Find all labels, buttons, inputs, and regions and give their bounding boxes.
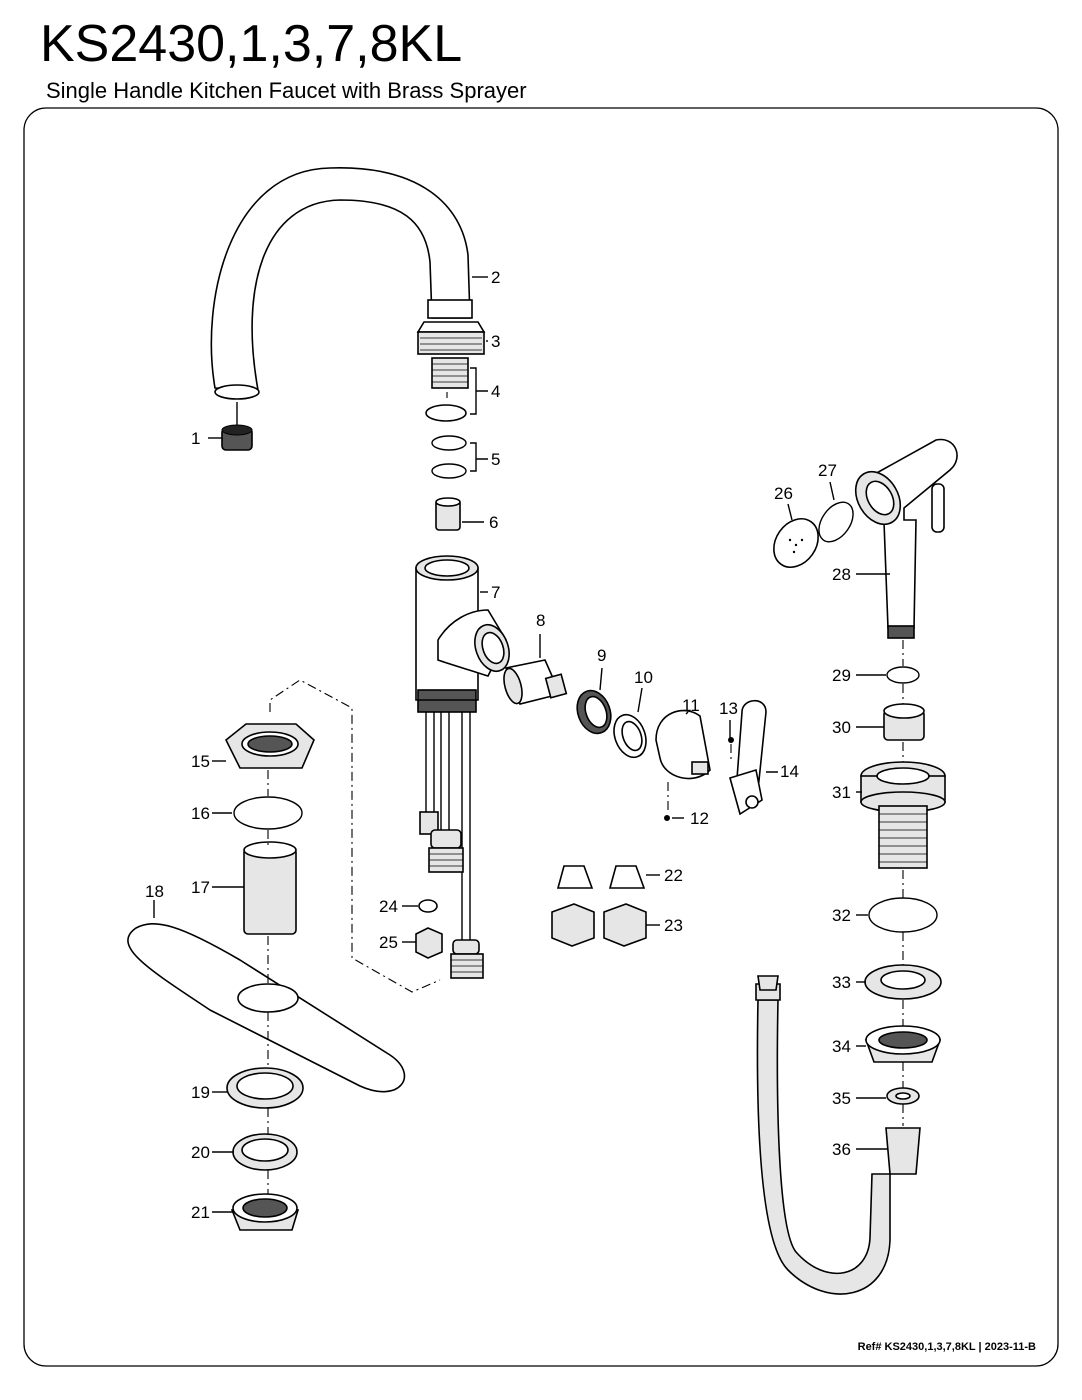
insert-part-6 <box>435 497 461 531</box>
label-part-8: 8 <box>536 611 545 630</box>
label-part-34: 34 <box>832 1037 851 1056</box>
aerator-part-1 <box>221 402 253 451</box>
label-part-18: 18 <box>145 882 164 901</box>
product-description: Single Handle Kitchen Faucet with Brass … <box>46 78 527 103</box>
label-part-21: 21 <box>191 1203 210 1222</box>
label-part-20: 20 <box>191 1143 210 1162</box>
label-part-15: 15 <box>191 752 210 771</box>
label-part-36: 36 <box>832 1140 851 1159</box>
label-part-1: 1 <box>191 429 200 448</box>
spray-disc-part-26 <box>773 518 819 568</box>
flange-washers-part-19-21 <box>226 1067 304 1231</box>
o-rings-part-5 <box>431 435 467 479</box>
spout-part-2 <box>210 167 473 400</box>
leader-lines <box>153 276 890 1213</box>
mounting-nut-part-15 <box>224 723 315 769</box>
cap-ring-part-10 <box>613 713 647 759</box>
sprayer-base-parts-29-36 <box>860 666 946 1175</box>
label-part-16: 16 <box>191 804 210 823</box>
label-part-25: 25 <box>379 933 398 952</box>
label-part-9: 9 <box>597 646 606 665</box>
cartridge-part-8 <box>503 659 568 705</box>
label-part-19: 19 <box>191 1083 210 1102</box>
label-part-12: 12 <box>690 809 709 828</box>
label-part-14: 14 <box>780 762 799 781</box>
label-part-30: 30 <box>832 718 851 737</box>
label-part-6: 6 <box>489 513 498 532</box>
label-part-13: 13 <box>719 699 738 718</box>
label-part-32: 32 <box>832 906 851 925</box>
deck-plate-part-18 <box>127 923 406 1093</box>
alignment-lines <box>267 392 904 1194</box>
assembly-path-dashes <box>269 679 441 993</box>
sprayer-handle-part-28 <box>854 438 958 639</box>
sprayer-hose-part-36 <box>755 975 891 1295</box>
label-part-11: 11 <box>682 696 700 715</box>
label-part-10: 10 <box>634 668 653 687</box>
model-number-title: KS2430,1,3,7,8KL <box>40 15 463 73</box>
label-part-22: 22 <box>664 866 683 885</box>
compression-nuts-part-23 <box>551 903 647 947</box>
label-part-5: 5 <box>491 450 500 469</box>
label-part-29: 29 <box>832 666 851 685</box>
label-part-27: 27 <box>818 461 837 480</box>
threaded-shank-part-17 <box>243 841 297 935</box>
reference-code: Ref# KS2430,1,3,7,8KL | 2023-11-B <box>857 1341 1036 1353</box>
label-part-35: 35 <box>832 1089 851 1108</box>
bonnet-nut-part-9 <box>576 689 612 735</box>
label-part-23: 23 <box>664 916 683 935</box>
faucet-body-part-7 <box>415 555 510 979</box>
label-part-2: 2 <box>491 268 500 287</box>
label-part-26: 26 <box>774 484 793 503</box>
gasket-part-16 <box>233 796 303 830</box>
swivel-nut-part-3 <box>416 321 486 355</box>
label-part-24: 24 <box>379 897 398 916</box>
washer-part-24 <box>418 899 438 913</box>
ferrules-part-22 <box>556 865 646 889</box>
label-part-31: 31 <box>832 783 851 802</box>
diagram-frame <box>23 107 1059 1367</box>
handle-hub-part-11 <box>655 709 711 780</box>
part-number-labels: 1 2 3 4 5 6 7 8 9 10 11 12 13 14 15 16 1… <box>145 268 851 1222</box>
adapter-part-4 <box>425 357 469 422</box>
label-part-7: 7 <box>491 583 500 602</box>
label-part-3: 3 <box>491 332 500 351</box>
sprayer-o-ring-part-27 <box>818 501 854 543</box>
nut-part-25 <box>415 927 443 959</box>
label-part-28: 28 <box>832 565 851 584</box>
label-part-4: 4 <box>491 382 500 401</box>
label-part-17: 17 <box>191 878 210 897</box>
label-part-33: 33 <box>832 973 851 992</box>
lever-handle-part-14 <box>729 699 767 816</box>
